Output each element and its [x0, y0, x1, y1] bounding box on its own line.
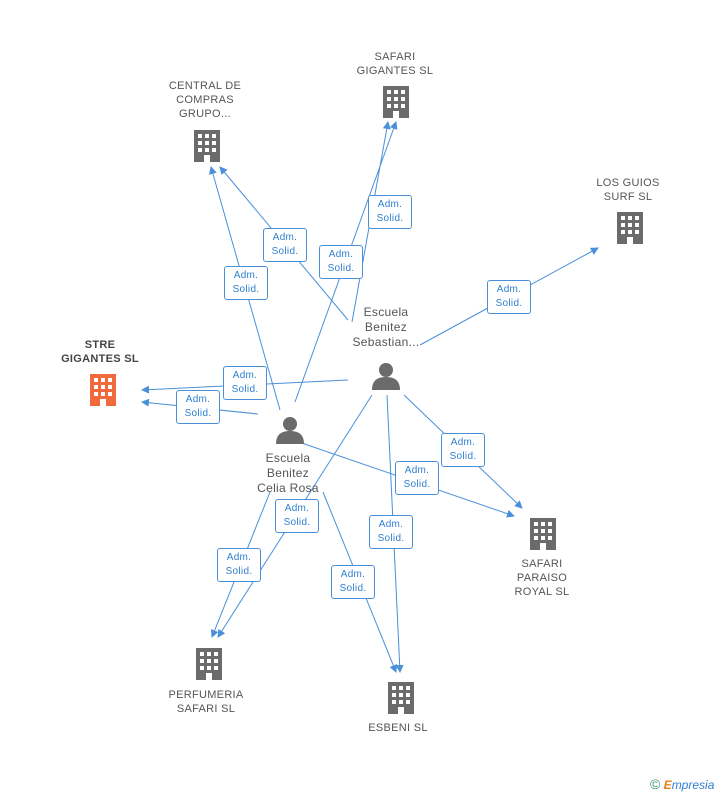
person-icon-sebastian	[372, 363, 400, 390]
company-label-central[interactable]: CENTRAL DE COMPRAS GRUPO...	[168, 80, 242, 120]
relation-box[interactable]: Adm.Solid.	[275, 499, 319, 533]
building-icon-central	[194, 130, 220, 162]
relation-box[interactable]: Adm.Solid.	[319, 245, 363, 279]
company-label-perfumeria[interactable]: PERFUMERIA SAFARI SL	[168, 689, 244, 715]
relation-box[interactable]: Adm.Solid.	[441, 433, 485, 467]
relation-box[interactable]: Adm.Solid.	[395, 461, 439, 495]
relation-box[interactable]: Adm.Solid.	[176, 390, 220, 424]
building-icon-safari-gigantes	[383, 86, 409, 118]
company-label-safari-gigantes[interactable]: SAFARI GIGANTES SL	[356, 51, 434, 77]
person-icon-celia	[276, 417, 304, 444]
relation-box[interactable]: Adm.Solid.	[331, 565, 375, 599]
person-label-celia[interactable]: Escuela Benitez Celia Rosa	[257, 451, 319, 495]
relation-box[interactable]: Adm.Solid.	[263, 228, 307, 262]
empresia-watermark: © Empresia	[650, 776, 715, 792]
relation-box[interactable]: Adm.Solid.	[368, 195, 412, 229]
building-icon-safari-paraiso	[530, 518, 556, 550]
building-icon-los-guios	[617, 212, 643, 244]
relation-box[interactable]: Adm.Solid.	[217, 548, 261, 582]
building-icon-perfumeria	[196, 648, 222, 680]
relation-box[interactable]: Adm.Solid.	[487, 280, 531, 314]
relation-box[interactable]: Adm.Solid.	[223, 366, 267, 400]
person-label-sebastian[interactable]: Escuela Benitez Sebastian...	[352, 305, 420, 349]
relation-box[interactable]: Adm.Solid.	[224, 266, 268, 300]
building-icon-esbeni	[388, 682, 414, 714]
company-label-safari-paraiso[interactable]: SAFARI PARAISO ROYAL SL	[514, 558, 570, 598]
relation-box[interactable]: Adm.Solid.	[369, 515, 413, 549]
building-icon-stre	[90, 374, 116, 406]
company-label-esbeni[interactable]: ESBENI SL	[368, 722, 428, 734]
company-label-stre[interactable]: STRE GIGANTES SL	[61, 339, 139, 365]
company-label-los-guios[interactable]: LOS GUIOS SURF SL	[596, 177, 660, 203]
